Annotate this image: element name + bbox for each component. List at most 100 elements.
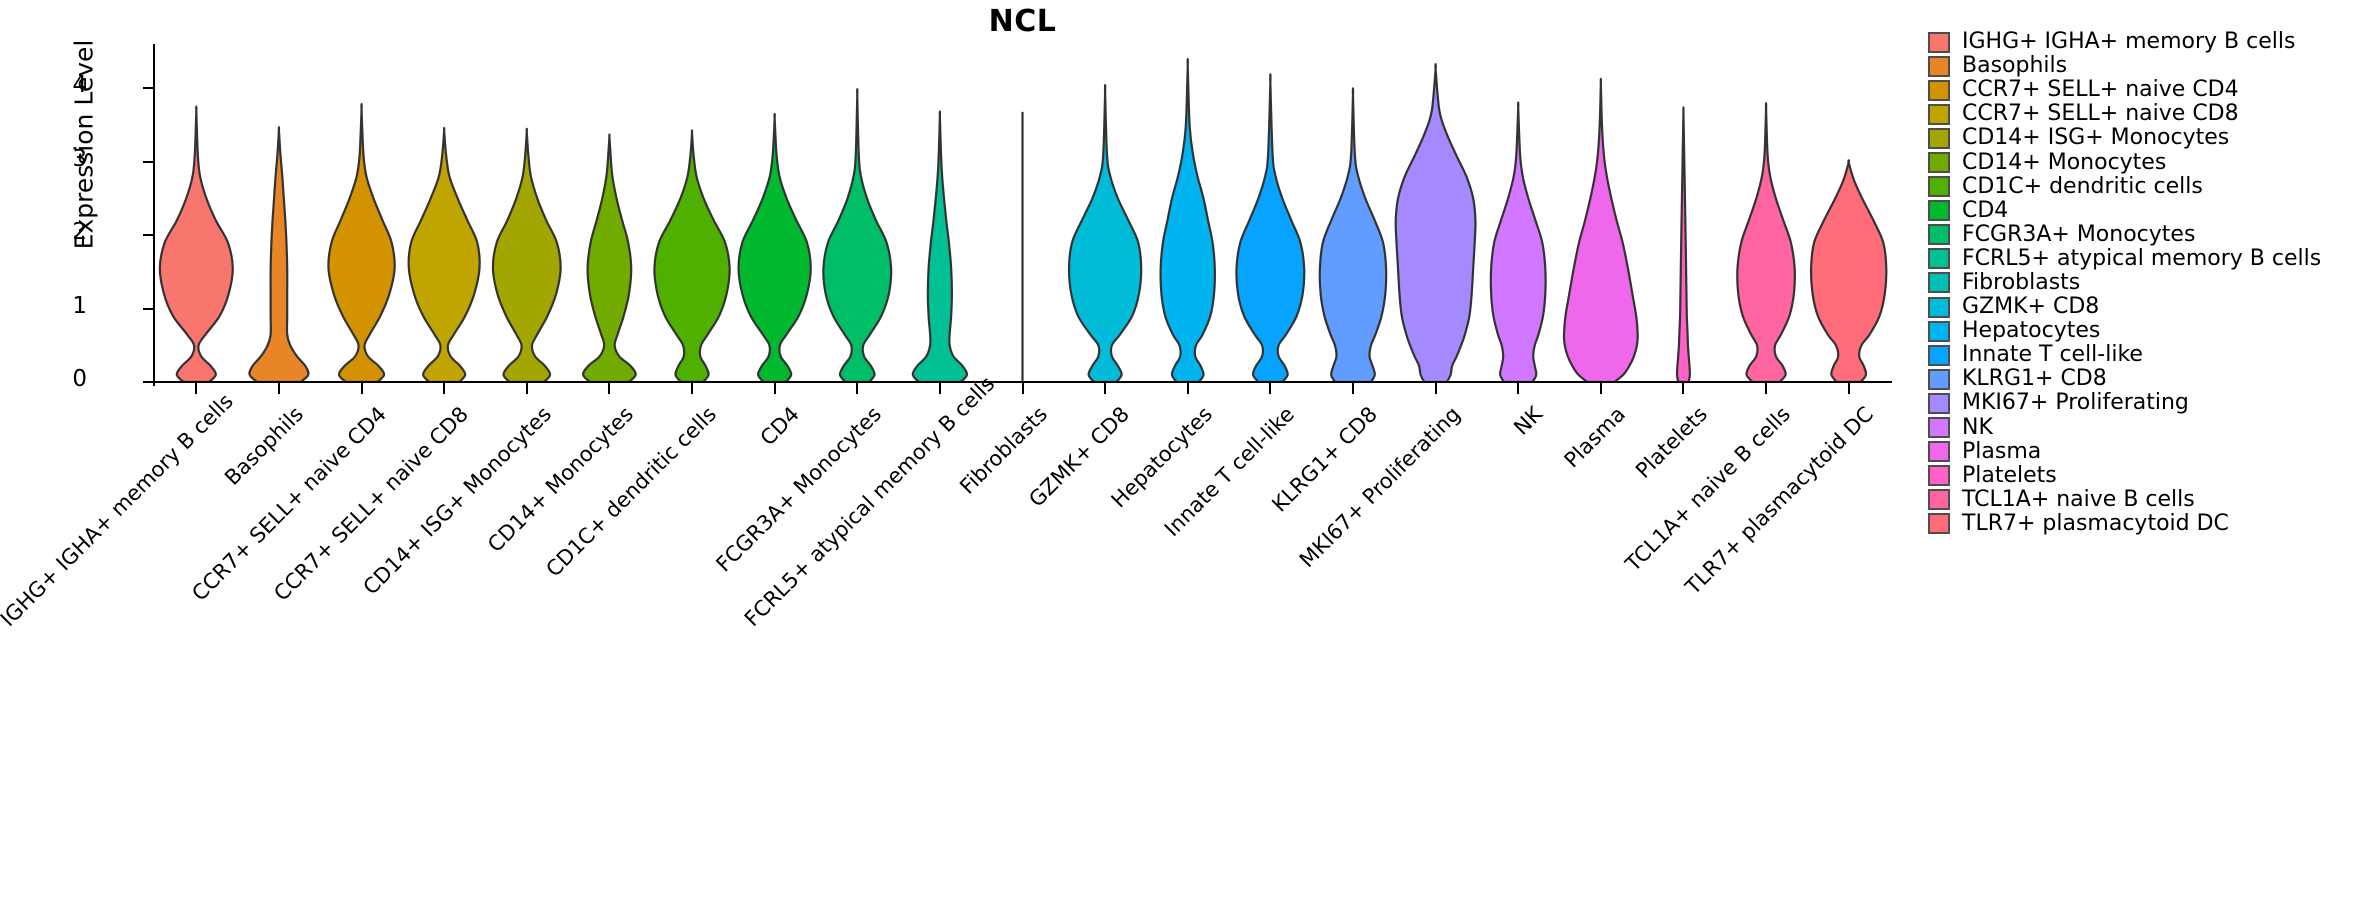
violin-body (1489, 101, 1547, 382)
legend-item[interactable]: CD4 (1928, 199, 2358, 223)
y-axis-line (153, 44, 155, 386)
x-tick-mark (1269, 383, 1272, 394)
violin-body (407, 126, 481, 382)
violin-body (491, 127, 562, 382)
legend-swatch-icon (1928, 248, 1950, 270)
legend-item-label: Platelets (1962, 462, 2057, 488)
legend-item[interactable]: KLRG1+ CD8 (1928, 367, 2358, 391)
violin-18 (1675, 106, 1691, 382)
legend-item[interactable]: MKI67+ Proliferating (1928, 391, 2358, 415)
legend-item[interactable]: Platelets (1928, 464, 2358, 488)
violin-13 (1235, 73, 1306, 382)
legend-item[interactable]: GZMK+ CD8 (1928, 295, 2358, 319)
legend-item[interactable]: FCRL5+ atypical memory B cells (1928, 247, 2358, 271)
plot-area (155, 48, 1890, 382)
violin-2 (327, 102, 396, 382)
violin-body (737, 112, 812, 382)
violin-12 (1159, 57, 1216, 382)
legend-item-label: TCL1A+ naive B cells (1962, 486, 2195, 512)
x-tick-mark (773, 383, 776, 394)
x-tick-mark (1682, 383, 1685, 394)
legend-item[interactable]: CCR7+ SELL+ naive CD8 (1928, 102, 2358, 126)
violin-1 (248, 126, 310, 382)
legend-swatch-icon (1928, 55, 1950, 77)
legend-item[interactable]: CD1C+ dendritic cells (1928, 175, 2358, 199)
legend-item-label: MKI67+ Proliferating (1962, 390, 2189, 416)
x-tick-mark (1186, 383, 1189, 394)
violin-body (1736, 102, 1796, 382)
legend-item[interactable]: CD14+ ISG+ Monocytes (1928, 126, 2358, 150)
violin-16 (1489, 101, 1547, 382)
violin-body (1562, 77, 1639, 382)
violin-3 (407, 126, 481, 382)
x-tick-mark (1765, 383, 1768, 394)
violin-body (653, 129, 731, 382)
violin-6 (653, 129, 731, 382)
y-tick-label: 4 (72, 72, 87, 99)
violin-body (1394, 63, 1477, 382)
violin-body (1675, 106, 1691, 382)
legend-item[interactable]: Plasma (1928, 440, 2358, 464)
legend-swatch-icon (1928, 127, 1950, 149)
violin-body (1067, 83, 1143, 382)
violin-body (581, 133, 637, 382)
legend-item[interactable]: FCGR3A+ Monocytes (1928, 223, 2358, 247)
legend-item[interactable]: Basophils (1928, 54, 2358, 78)
legend-item[interactable]: Hepatocytes (1928, 319, 2358, 343)
legend-item-label: NK (1962, 414, 1993, 440)
legend-swatch-icon (1928, 103, 1950, 125)
violin-body (1159, 57, 1216, 382)
y-tick-label: 2 (72, 219, 87, 246)
legend-swatch-icon (1928, 489, 1950, 511)
violin-9 (911, 110, 969, 382)
y-tick-mark (143, 381, 154, 383)
legend-item-label: Plasma (1962, 438, 2042, 464)
y-tick-mark (143, 307, 154, 310)
legend-item-label: FCGR3A+ Monocytes (1962, 221, 2196, 247)
legend-item-label: FCRL5+ atypical memory B cells (1962, 245, 2322, 271)
x-tick-mark (1599, 383, 1602, 394)
legend-swatch-icon (1928, 152, 1950, 174)
x-tick-mark (608, 383, 611, 394)
x-tick-mark (856, 383, 859, 394)
legend-item-label: IGHG+ IGHA+ memory B cells (1962, 29, 2296, 55)
violin-11 (1067, 83, 1143, 382)
legend-item[interactable]: CD14+ Monocytes (1928, 150, 2358, 174)
legend-item[interactable]: Fibroblasts (1928, 271, 2358, 295)
legend-swatch-icon (1928, 272, 1950, 294)
violin-body (327, 102, 396, 382)
violin-body (1809, 159, 1888, 382)
y-tick-mark (143, 234, 154, 237)
legend-swatch-icon (1928, 465, 1950, 487)
y-tick-label: 1 (72, 292, 87, 319)
x-tick-mark (1104, 383, 1107, 394)
legend-item[interactable]: TCL1A+ naive B cells (1928, 488, 2358, 512)
x-tick-mark (1517, 383, 1520, 394)
legend-swatch-icon (1928, 79, 1950, 101)
violin-17 (1562, 77, 1639, 382)
legend-item-label: Basophils (1962, 53, 2068, 79)
violin-4 (491, 127, 562, 382)
violin-7 (737, 112, 812, 382)
x-tick-mark (443, 383, 446, 394)
violin-20 (1809, 159, 1888, 382)
legend-item[interactable]: IGHG+ IGHA+ memory B cells (1928, 30, 2358, 54)
x-tick-mark (195, 383, 198, 394)
legend-item-label: CD14+ ISG+ Monocytes (1962, 125, 2230, 151)
x-tick-mark (1847, 383, 1850, 394)
violin-body (248, 126, 310, 382)
legend-item[interactable]: Innate T cell-like (1928, 343, 2358, 367)
legend-item-label: CD1C+ dendritic cells (1962, 173, 2203, 199)
y-tick-label: 0 (72, 366, 87, 392)
legend-item[interactable]: TLR7+ plasmacytoid DC (1928, 512, 2358, 536)
legend-swatch-icon (1928, 176, 1950, 198)
violin-0 (158, 105, 234, 382)
legend-swatch-icon (1928, 344, 1950, 366)
legend-item[interactable]: NK (1928, 416, 2358, 440)
x-tick-mark (525, 383, 528, 394)
legend-item-label: Hepatocytes (1962, 318, 2101, 344)
legend-item[interactable]: CCR7+ SELL+ naive CD4 (1928, 78, 2358, 102)
x-tick-mark (1021, 383, 1024, 394)
x-axis-line (153, 381, 1892, 383)
